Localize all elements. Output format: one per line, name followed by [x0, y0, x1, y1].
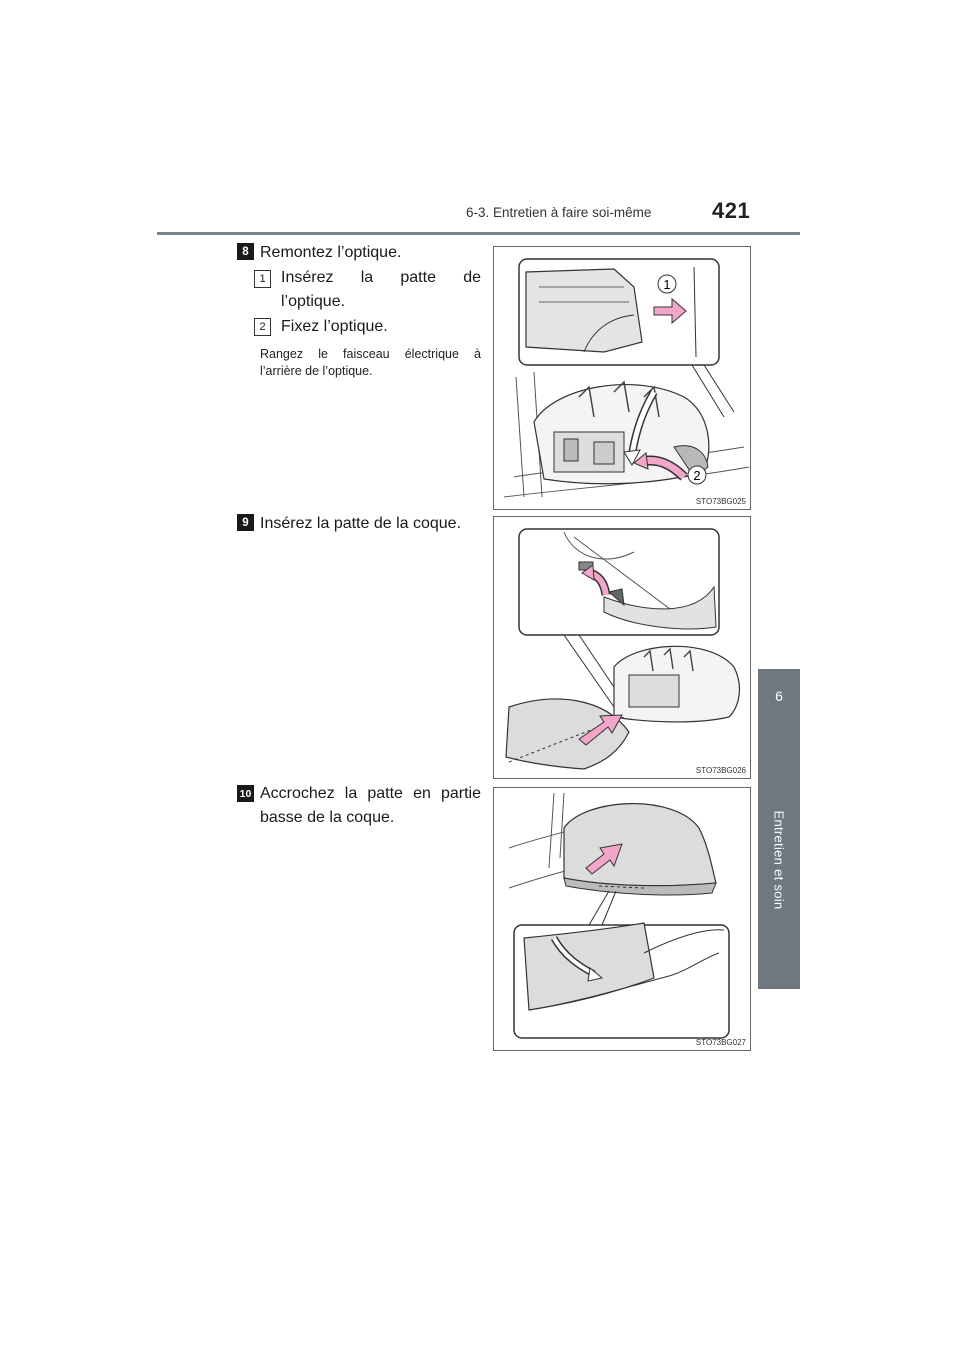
substep-2-badge: 2	[254, 318, 271, 336]
figure-cover-tab: STO73BG026	[493, 516, 751, 779]
step-10-badge: 10	[237, 785, 254, 802]
step-10-text-line2: basse de la coque.	[260, 809, 395, 826]
page-number: 421	[712, 198, 751, 223]
substep-1-text-line2: l’optique.	[281, 293, 346, 310]
step-9-badge: 9	[237, 514, 254, 531]
substep-1-badge: 1	[254, 270, 271, 288]
chapter-number: 6	[775, 688, 783, 704]
chapter-title: Entretien et soin	[771, 810, 787, 910]
chapter-tab	[758, 669, 800, 989]
substep-1-text-line1: Insérez la patte de	[281, 269, 481, 286]
figure-code-026: STO73BG026	[695, 766, 746, 775]
figure-cover-lower-tab: STO73BG027	[493, 787, 751, 1051]
step-8-text: Remontez l’optique.	[260, 244, 402, 261]
figure-headlamp-reinstall: 1 2 STO73BG025	[493, 246, 751, 510]
step-10-text-line1: Accrochez la patte en partie	[260, 785, 481, 802]
step-8-badge: 8	[237, 243, 254, 260]
section-title: 6-3. Entretien à faire soi-même	[466, 205, 652, 220]
figure-code-025: STO73BG025	[695, 497, 746, 506]
figure-code-027: STO73BG027	[695, 1038, 746, 1047]
header-rule	[157, 232, 800, 235]
step-8-note-line1: Rangez le faisceau électrique à	[260, 347, 481, 361]
substep-2-text: Fixez l’optique.	[281, 318, 388, 335]
callout-1: 1	[663, 277, 670, 292]
callout-2: 2	[693, 468, 700, 483]
step-8-note-line2: l’arrière de l’optique.	[260, 364, 373, 378]
step-9-text: Insérez la patte de la coque.	[260, 515, 462, 532]
